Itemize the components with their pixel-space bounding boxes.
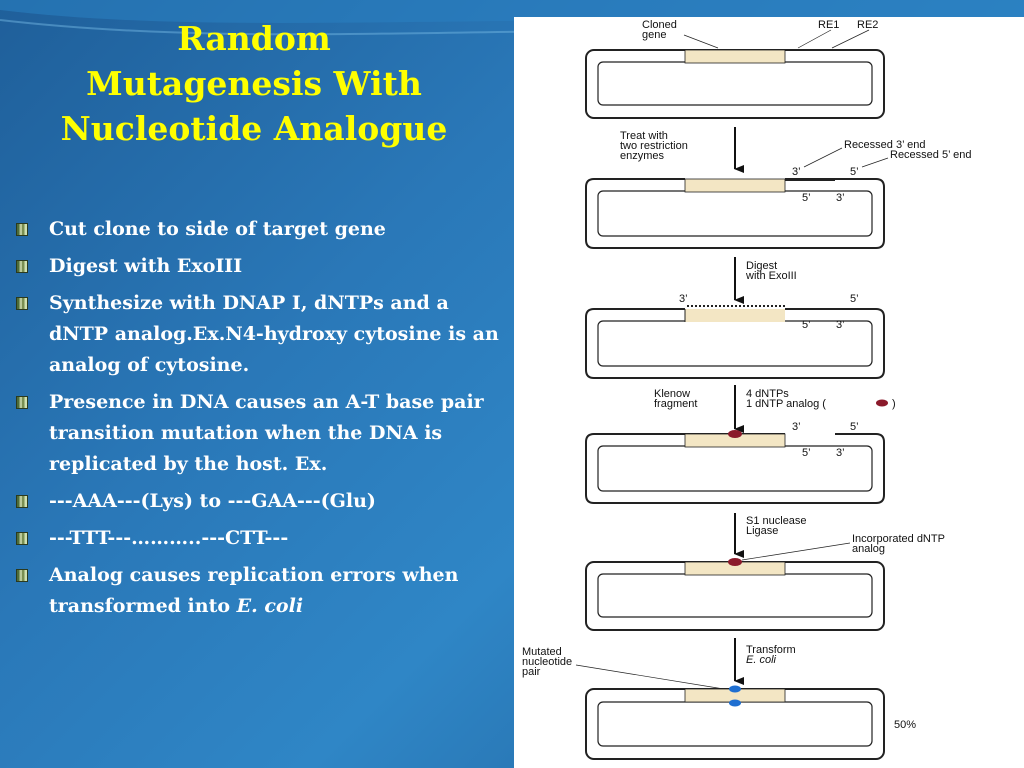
label-dntps: ) bbox=[892, 398, 896, 410]
label-end: 3’ bbox=[792, 166, 801, 178]
label-end: 5’ bbox=[802, 319, 811, 331]
label-end: 5’ bbox=[802, 192, 811, 204]
label-step2: with ExoIII bbox=[745, 270, 797, 282]
label-end: 5’ bbox=[850, 293, 859, 305]
leader-line bbox=[683, 34, 719, 49]
label-s1: S1 nuclease bbox=[746, 515, 807, 527]
label-re1: RE1 bbox=[818, 19, 839, 31]
bullet-list: Cut clone to side of target gene Digest … bbox=[14, 214, 509, 628]
label-incorporated: Incorporated dNTP bbox=[852, 533, 945, 545]
bullet-text: Presence in DNA causes an A-T base pair … bbox=[49, 391, 484, 475]
label-end: 3’ bbox=[679, 293, 688, 305]
bullet-icon bbox=[16, 223, 28, 236]
bullet-text: Cut clone to side of target gene bbox=[49, 218, 386, 240]
bullet-icon bbox=[16, 297, 28, 310]
title-line: Nucleotide Analogue bbox=[60, 109, 448, 148]
bullet-italic-text: E. coli bbox=[236, 595, 304, 617]
label-end: 3’ bbox=[792, 421, 801, 433]
label-transform: E. coli bbox=[746, 654, 777, 666]
label-recessed5: Recessed 5’ end bbox=[890, 149, 972, 161]
label-end: 3’ bbox=[836, 192, 845, 204]
label-mutated: pair bbox=[522, 666, 541, 678]
label-step1: two restriction bbox=[620, 140, 688, 152]
bullet-item: Cut clone to side of target gene bbox=[14, 214, 509, 245]
label-step1: Treat with bbox=[620, 130, 668, 142]
bullet-item: ---AAA---(Lys) to ---GAA---(Glu) bbox=[14, 486, 509, 517]
mutagenesis-diagram: Cloned gene RE1 RE2 Treat with two restr… bbox=[514, 17, 1024, 768]
plasmid-6 bbox=[585, 685, 885, 760]
plasmid-1 bbox=[585, 49, 885, 119]
label-end: 3’ bbox=[836, 447, 845, 459]
leader-line bbox=[741, 542, 851, 561]
label-mutated: Mutated bbox=[522, 646, 562, 658]
bullet-text: Analog causes replication errors when tr… bbox=[49, 564, 459, 617]
label-klenow: Klenow bbox=[654, 388, 690, 400]
leader-line bbox=[797, 29, 832, 49]
bullet-icon bbox=[16, 260, 28, 273]
label-s1: Ligase bbox=[746, 525, 778, 537]
label-re2: RE2 bbox=[857, 19, 878, 31]
title-line: Mutagenesis With bbox=[86, 64, 422, 103]
bullet-item: Synthesize with DNAP I, dNTPs and a dNTP… bbox=[14, 288, 509, 381]
plasmid-3 bbox=[585, 305, 885, 379]
bullet-icon bbox=[16, 532, 28, 545]
bullet-text: ---TTT---………..---CTT--- bbox=[49, 527, 289, 549]
label-step1: enzymes bbox=[620, 150, 665, 162]
label-step2: Digest bbox=[746, 260, 777, 272]
leader-line bbox=[575, 664, 731, 691]
bullet-text: ---AAA---(Lys) to ---GAA---(Glu) bbox=[49, 490, 376, 512]
label-incorporated: analog bbox=[852, 543, 885, 555]
diagram-svg: Cloned gene RE1 RE2 Treat with two restr… bbox=[522, 19, 972, 760]
plasmid-2 bbox=[585, 178, 885, 249]
bullet-text: Synthesize with DNAP I, dNTPs and a dNTP… bbox=[49, 292, 499, 376]
label-end: 5’ bbox=[850, 421, 859, 433]
bullet-item: Digest with ExoIII bbox=[14, 251, 509, 282]
leader-line bbox=[861, 157, 889, 168]
label-dntps: 4 dNTPs bbox=[746, 388, 789, 400]
plasmid-5 bbox=[585, 558, 885, 631]
leader-line bbox=[831, 29, 870, 49]
bullet-icon bbox=[16, 569, 28, 582]
bullet-item: ---TTT---………..---CTT--- bbox=[14, 523, 509, 554]
label-transform: Transform bbox=[746, 644, 796, 656]
label-percent: 50% bbox=[894, 719, 916, 731]
label-end: 3’ bbox=[836, 319, 845, 331]
label-gene: gene bbox=[642, 29, 666, 41]
label-klenow: fragment bbox=[654, 398, 697, 410]
bullet-item: Analog causes replication errors when tr… bbox=[14, 560, 509, 622]
title-line: Random bbox=[177, 19, 331, 58]
bullet-icon bbox=[16, 495, 28, 508]
label-end: 5’ bbox=[802, 447, 811, 459]
bullet-text: Digest with ExoIII bbox=[49, 255, 243, 277]
label-mutated: nucleotide bbox=[522, 656, 572, 668]
label-cloned: Cloned bbox=[642, 19, 677, 31]
label-dntps: 1 dNTP analog ( bbox=[746, 398, 826, 410]
label-end: 5’ bbox=[850, 166, 859, 178]
label-recessed3: Recessed 3’ end bbox=[844, 139, 926, 151]
slide-title: Random Mutagenesis With Nucleotide Analo… bbox=[4, 16, 504, 151]
bullet-icon bbox=[16, 396, 28, 409]
analog-legend-dot bbox=[876, 399, 888, 407]
plasmid-4 bbox=[585, 430, 885, 504]
bullet-item: Presence in DNA causes an A-T base pair … bbox=[14, 387, 509, 480]
leader-line bbox=[803, 147, 843, 168]
